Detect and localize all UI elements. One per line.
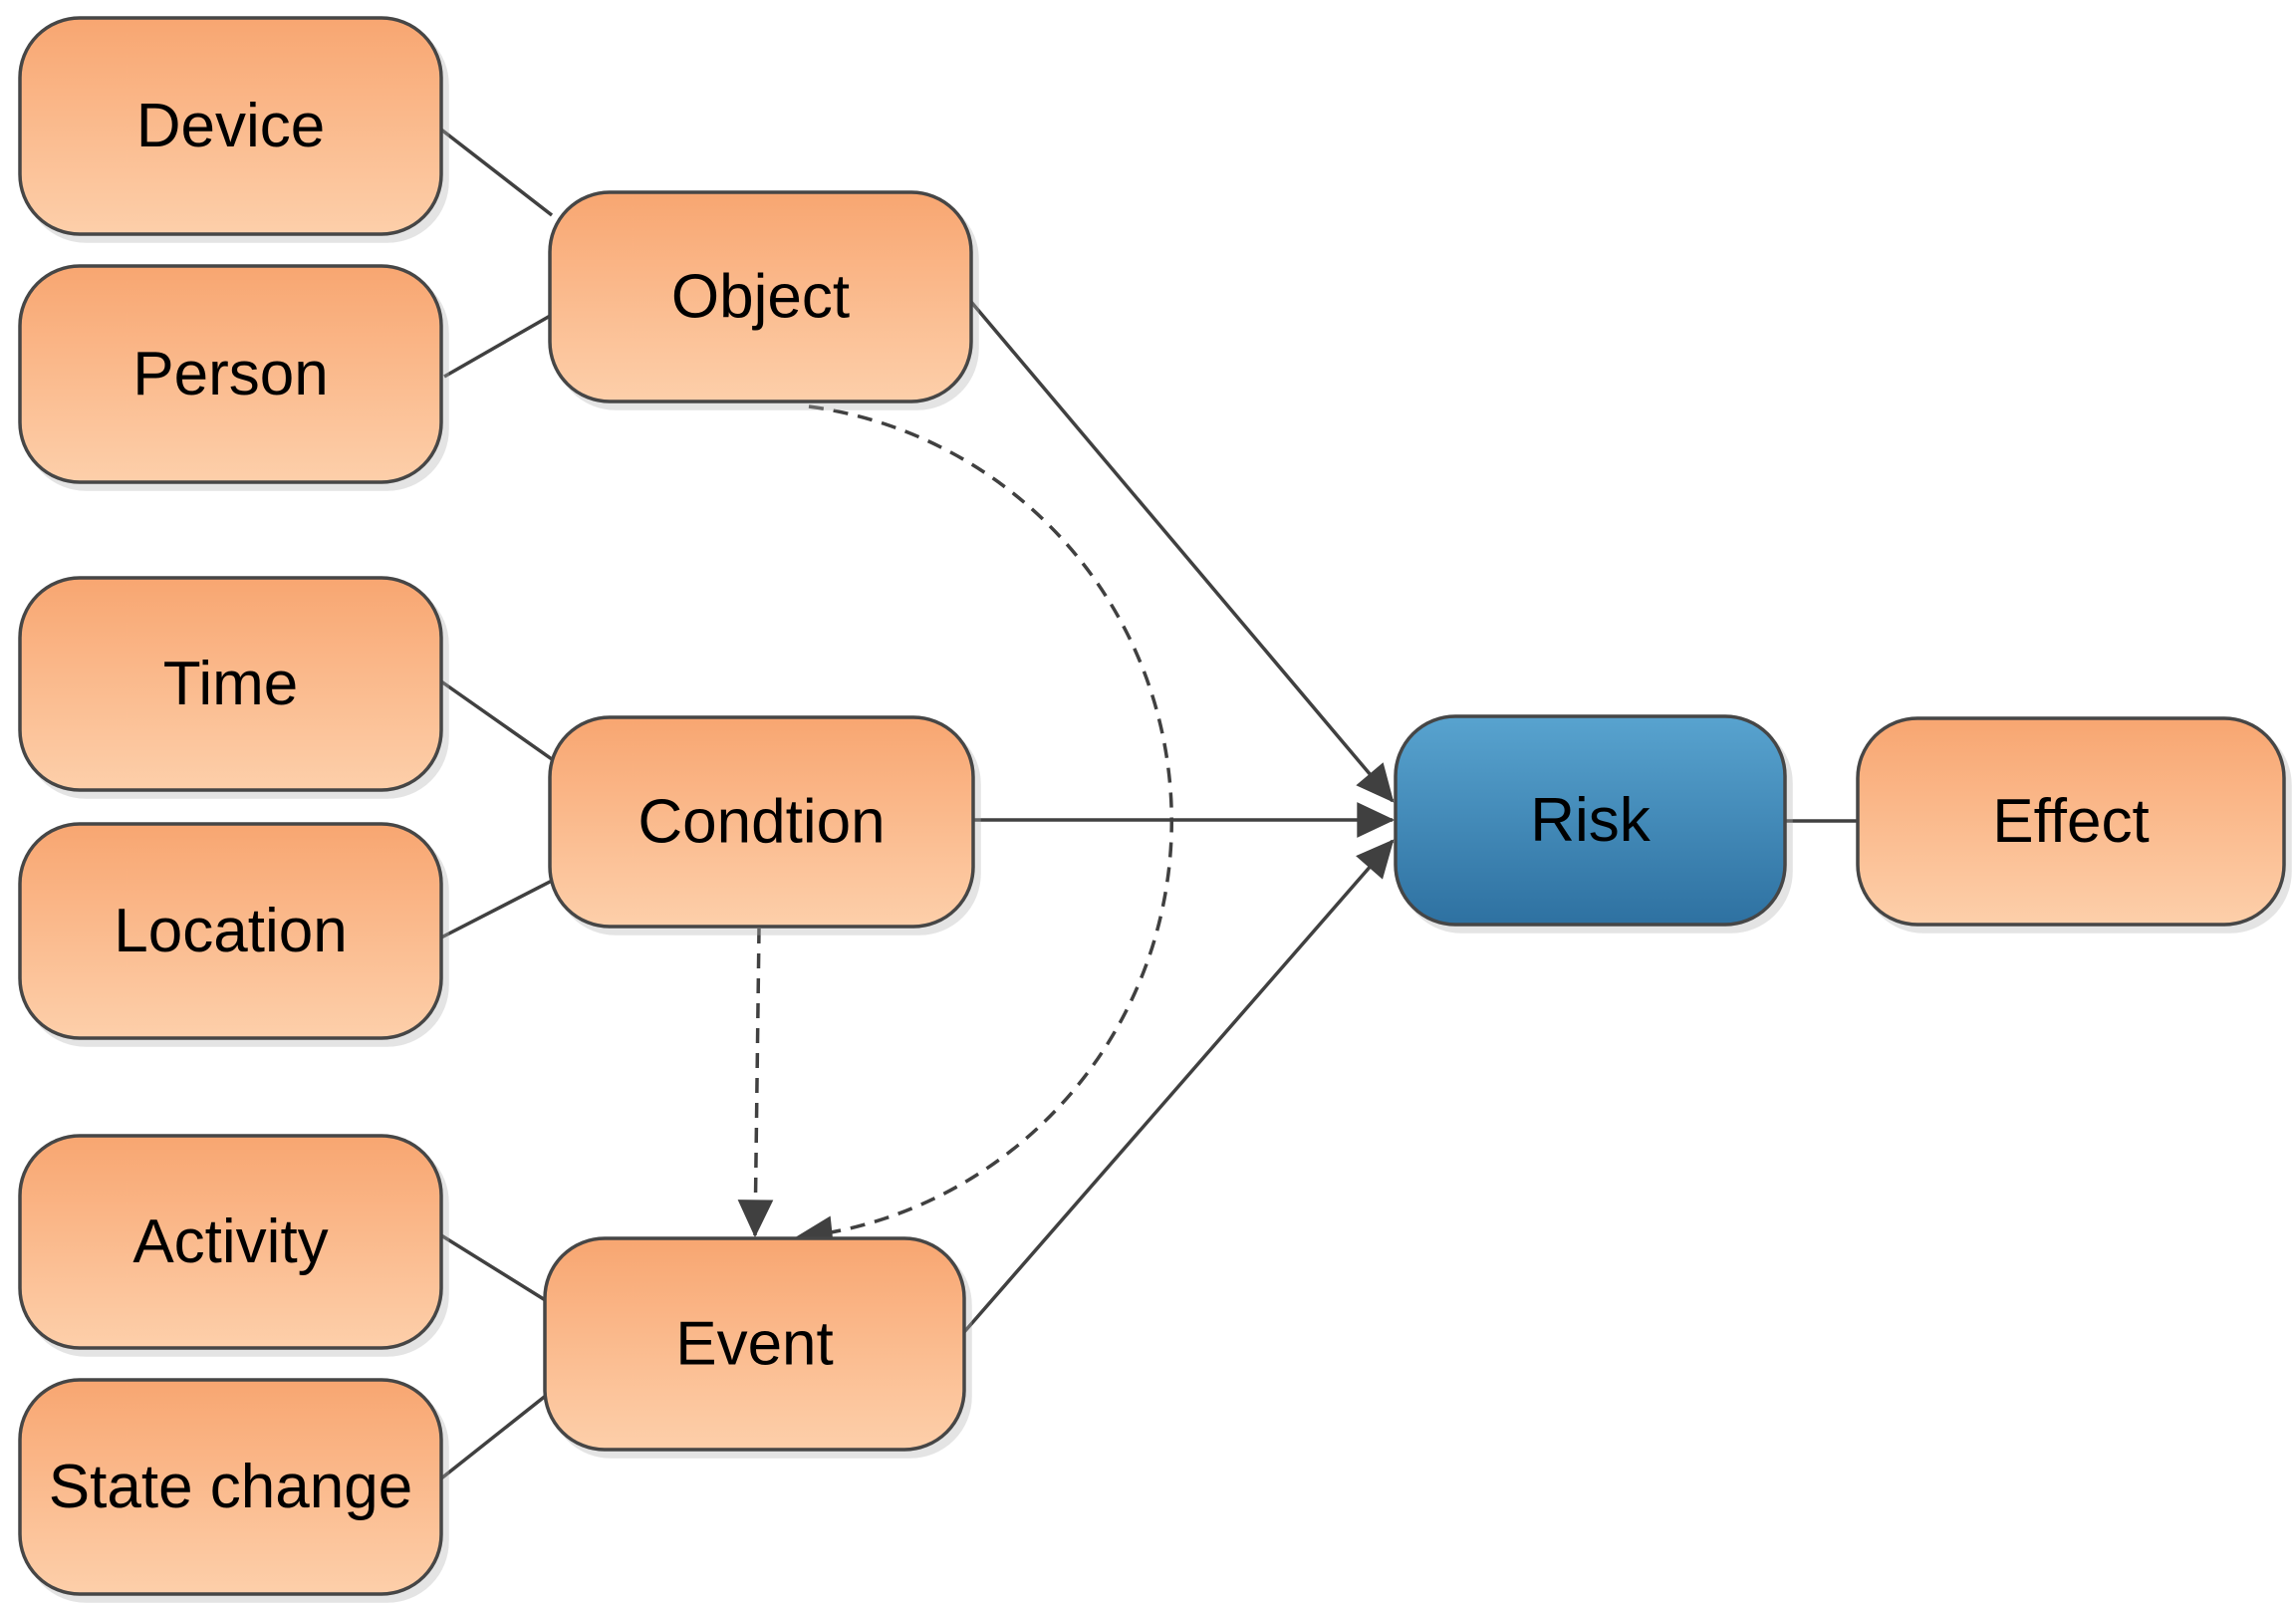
edge-time-condtion-line xyxy=(439,679,554,761)
node-shape-activity xyxy=(18,1134,443,1350)
edge-event-risk-arrow xyxy=(962,839,1395,1334)
edge-device-object-line xyxy=(439,128,554,217)
edge-location-condtion-line xyxy=(440,879,553,939)
node-person: Person xyxy=(18,264,443,484)
node-shape-condtion xyxy=(548,715,975,929)
node-shape-object xyxy=(548,190,973,403)
edges-layer xyxy=(439,128,1858,1480)
node-shape-person xyxy=(18,264,443,484)
edge-object-event-dashed-arrow xyxy=(794,404,1173,1251)
edge-condtion-event-dashed-arrow xyxy=(737,928,774,1238)
edge-activity-event-line xyxy=(440,1233,548,1303)
node-event: Event xyxy=(543,1236,966,1452)
edge-object-risk-arrow xyxy=(969,300,1395,803)
node-shape-state-change xyxy=(18,1378,443,1596)
node-condtion: Condtion xyxy=(548,715,975,929)
node-state-change: State change xyxy=(18,1378,443,1596)
node-shape-device xyxy=(18,16,443,236)
edge-person-object-line xyxy=(443,313,553,379)
node-location: Location xyxy=(18,822,443,1040)
node-device: Device xyxy=(18,16,443,236)
node-shape-time xyxy=(18,576,443,792)
node-object: Object xyxy=(548,190,973,403)
node-shape-effect xyxy=(1856,716,2286,927)
node-shape-risk xyxy=(1394,714,1787,927)
node-shape-location xyxy=(18,822,443,1040)
node-activity: Activity xyxy=(18,1134,443,1350)
node-shape-event xyxy=(543,1236,966,1452)
node-time: Time xyxy=(18,576,443,792)
node-effect: Effect xyxy=(1856,716,2286,927)
node-risk: Risk xyxy=(1394,714,1787,927)
edge-state-change-event-line xyxy=(439,1393,549,1480)
